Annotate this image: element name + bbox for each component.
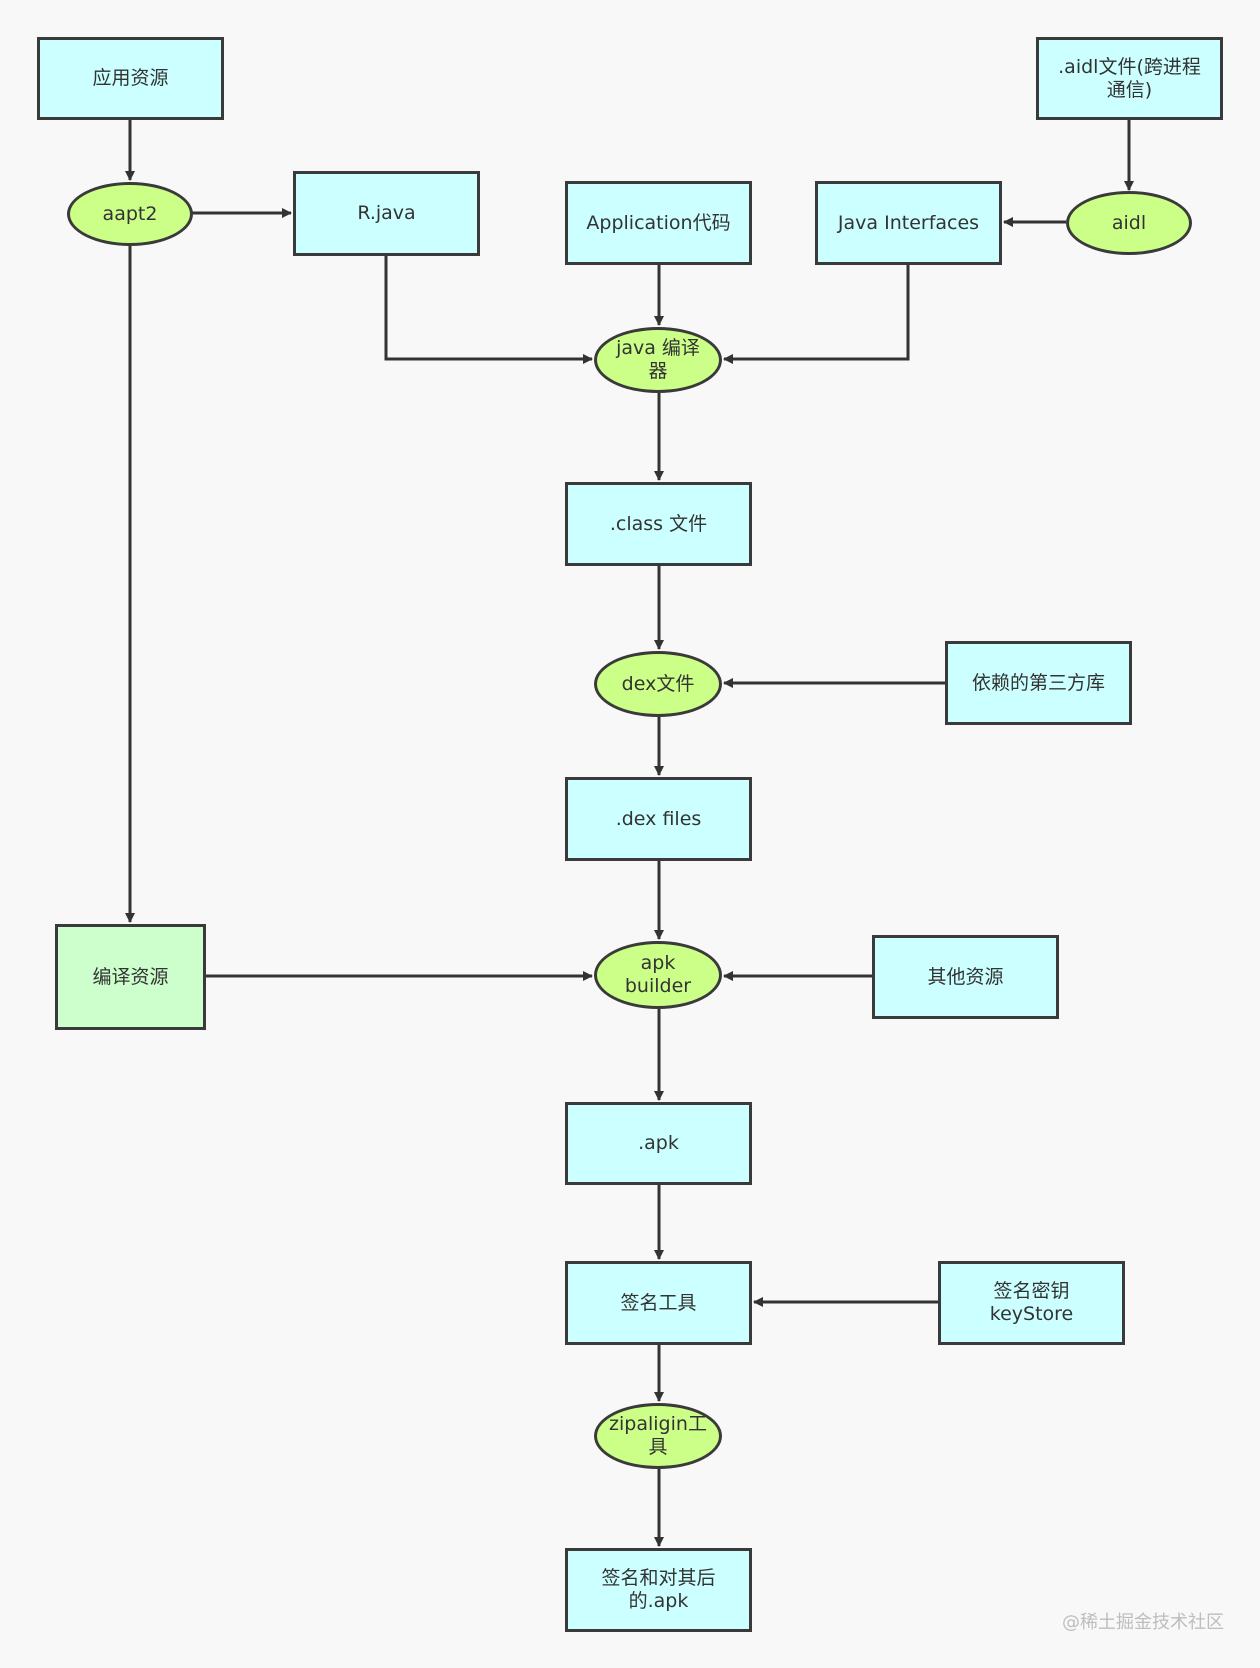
watermark-text: @稀土掘金技术社区 (1062, 1612, 1224, 1633)
dex-files-box: .dex files (565, 777, 752, 861)
java-interfaces-box: Java Interfaces (815, 181, 1002, 265)
edge-r-java-to-java-compiler (384, 256, 593, 364)
app-resources-box: 应用资源 (37, 37, 224, 120)
edge-java-interfaces-to-java-compiler (723, 265, 910, 364)
sign-key-box: 签名密钥 keyStore (938, 1261, 1125, 1345)
dex-file-tool: dex文件 (594, 651, 722, 717)
java-compiler-tool: java 编译 器 (594, 327, 722, 393)
zipalign-tool: zipaligin工 具 (594, 1403, 722, 1469)
other-resources-box: 其他资源 (872, 935, 1059, 1019)
apk-builder-tool: apk builder (594, 941, 722, 1009)
aapt2-tool: aapt2 (67, 182, 193, 246)
r-java-box: R.java (293, 171, 480, 256)
third-party-libs-box: 依赖的第三方库 (945, 641, 1132, 725)
application-code-box: Application代码 (565, 181, 752, 265)
apk-box: .apk (565, 1102, 752, 1185)
compiled-resources-box: 编译资源 (55, 924, 206, 1030)
aidl-file-box: .aidl文件(跨进程 通信) (1036, 37, 1223, 120)
class-files-box: .class 文件 (565, 482, 752, 566)
sign-tool-box: 签名工具 (565, 1261, 752, 1345)
signed-aligned-apk-box: 签名和对其后 的.apk (565, 1548, 752, 1632)
aidl-tool: aidl (1066, 191, 1192, 255)
